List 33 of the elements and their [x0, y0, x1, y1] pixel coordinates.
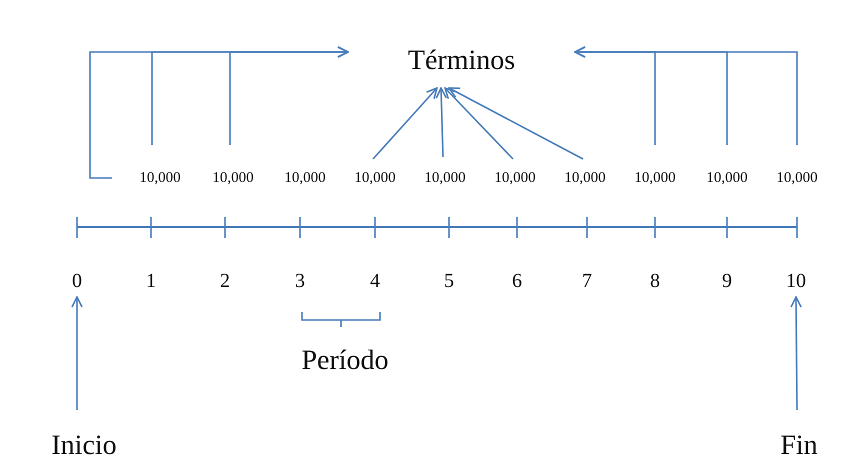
payment-amount: 10,000: [634, 170, 676, 187]
terms-heading: Términos: [408, 44, 516, 78]
period-number: 10: [786, 270, 806, 293]
period-number: 7: [582, 270, 592, 293]
payment-amount: 10,000: [354, 170, 396, 187]
period-number: 3: [295, 270, 305, 293]
period-number: 8: [650, 270, 660, 293]
end-label: Fin: [780, 430, 818, 462]
start-label: Inicio: [51, 430, 117, 462]
arrow: [372, 87, 438, 160]
payment-amount: 10,000: [706, 170, 748, 187]
arrow: [71, 296, 83, 410]
payment-amount: 10,000: [494, 170, 536, 187]
arrow: [436, 87, 448, 158]
period-number: 0: [72, 270, 82, 293]
payment-amount: 10,000: [776, 170, 818, 187]
period-label: Período: [301, 345, 389, 377]
period-number: 2: [220, 270, 230, 293]
period-number: 9: [722, 270, 732, 293]
period-number: 4: [370, 270, 380, 293]
arrow: [444, 87, 514, 160]
period-number: 6: [512, 270, 522, 293]
payment-amount: 10,000: [284, 170, 326, 187]
arrow: [790, 296, 802, 410]
arrow: [89, 46, 349, 179]
payment-amount: 10,000: [212, 170, 254, 187]
payment-amount: 10,000: [564, 170, 606, 187]
payment-amount: 10,000: [139, 170, 181, 187]
payment-amount: 10,000: [424, 170, 466, 187]
arrow: [574, 46, 798, 145]
arrow: [448, 87, 584, 160]
period-number: 5: [444, 270, 454, 293]
period-number: 1: [146, 270, 156, 293]
